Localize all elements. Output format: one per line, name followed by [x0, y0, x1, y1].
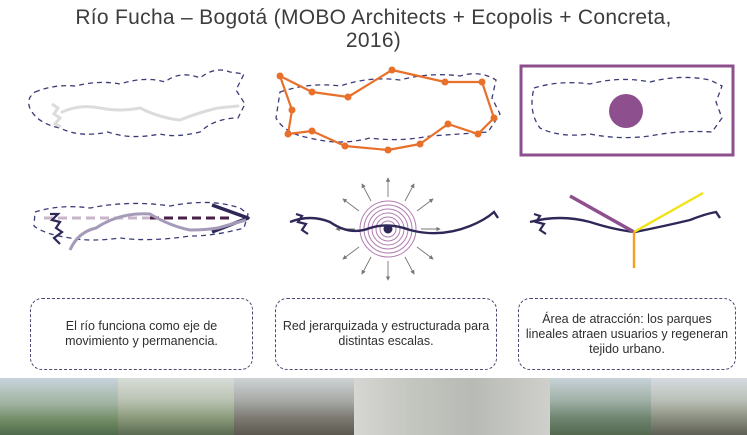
caption-attraction: Área de atracción: los parques lineales … — [518, 298, 736, 370]
network-path — [278, 68, 496, 152]
basin-outline-2 — [275, 73, 501, 143]
river-line-5 — [289, 210, 499, 235]
radial-center — [383, 224, 393, 234]
caption-text-2: Red jerarquizada y estructurada para dis… — [282, 319, 490, 348]
caption-text-1: El río funciona como eje de movimiento y… — [65, 319, 218, 348]
caption-text-3: Área de atracción: los parques lineales … — [525, 311, 729, 356]
river-headwaters-5 — [295, 212, 309, 235]
area-frame — [519, 64, 735, 157]
panel-outline-river-grey — [28, 69, 246, 138]
branch-yellow — [633, 191, 704, 234]
panel-attraction-area — [519, 64, 735, 157]
river-headwaters-6 — [533, 212, 547, 235]
photo-plaza — [234, 378, 354, 435]
title-line-2: 2016) — [345, 29, 402, 52]
page-title: Río Fucha – Bogotá (MOBO Architects + Ec… — [0, 6, 747, 52]
river-line — [60, 104, 240, 122]
river-line-4 — [68, 212, 247, 251]
photo-park-path — [118, 378, 234, 435]
photo-strip — [0, 378, 747, 435]
basin-outline-4 — [33, 201, 249, 241]
network-nodes — [276, 66, 498, 154]
branch-purple — [569, 194, 635, 234]
basin-outline-3 — [531, 76, 723, 139]
panel-radial — [289, 177, 499, 281]
caption-network: Red jerarquizada y estructurada para dis… — [275, 298, 497, 370]
panel-axis — [33, 201, 250, 251]
photo-riverbank — [550, 378, 651, 435]
photo-river-channel — [0, 378, 118, 435]
photo-promenade — [651, 378, 747, 435]
radial-arrows — [335, 177, 441, 281]
river-headwaters-4 — [49, 212, 64, 245]
river-headwaters — [51, 102, 63, 129]
photo-master-plan — [354, 378, 550, 435]
panel-network-orange — [275, 66, 501, 154]
title-line-1: Río Fucha – Bogotá (MOBO Architects + Ec… — [75, 6, 672, 29]
caption-movement-axis: El río funciona como eje de movimiento y… — [30, 298, 253, 370]
river-line-6 — [529, 210, 721, 234]
panel-branches — [529, 191, 721, 268]
diagram-canvas — [28, 64, 735, 281]
attraction-circle — [609, 94, 643, 128]
